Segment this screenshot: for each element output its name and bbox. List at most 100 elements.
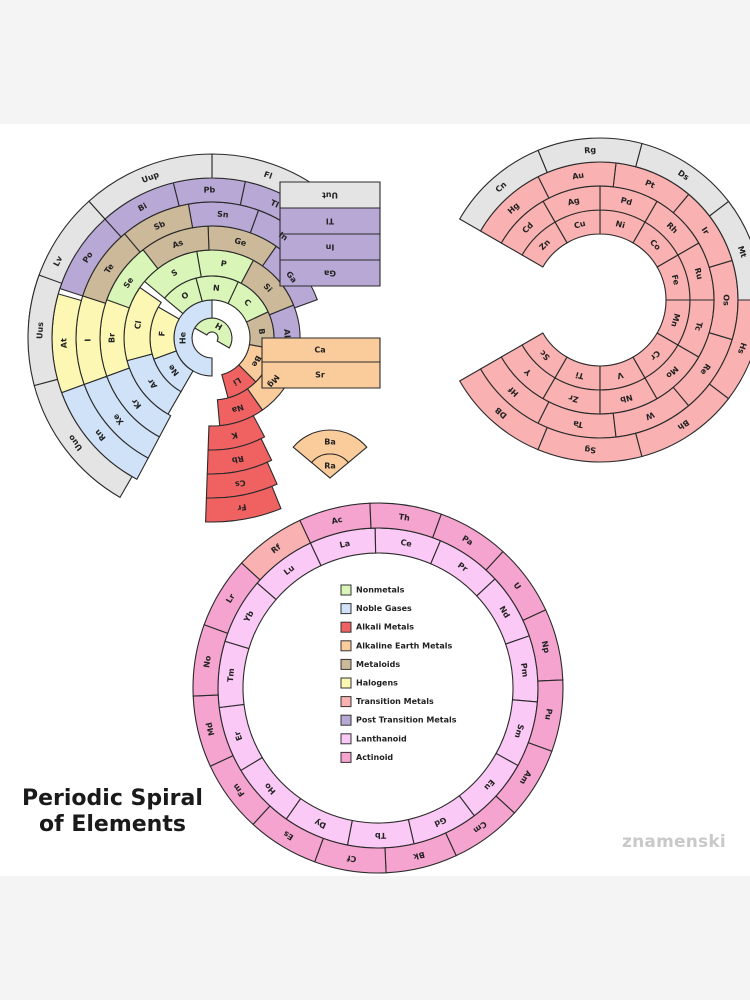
element-cell-cn: [458, 149, 548, 232]
element-symbol-tb: Tb: [375, 831, 387, 840]
element-symbol-sr: Sr: [315, 371, 325, 380]
element-symbol-in: In: [325, 243, 334, 252]
element-cell-h: [193, 317, 233, 349]
element-symbol-ce: Ce: [400, 538, 413, 549]
element-symbol-tl: Tl: [326, 217, 334, 226]
element-symbol-ag: Ag: [567, 196, 581, 208]
page-title: Periodic Spiral of Elements: [22, 786, 203, 838]
legend-label-post: Post Transition Metals: [356, 716, 457, 725]
element-symbol-pm: Pm: [519, 662, 530, 677]
element-symbol-lv: Lv: [52, 254, 65, 268]
element-cell-hs: [708, 299, 750, 400]
element-symbol-y: Y: [523, 367, 534, 378]
legend-label-transition: Transition Metals: [356, 697, 434, 706]
element-symbol-no: No: [202, 655, 213, 669]
element-symbol-br: Br: [108, 333, 117, 343]
element-symbol-li: Li: [231, 375, 243, 387]
element-symbol-ru: Ru: [693, 267, 705, 281]
legend-swatch-transition: [340, 696, 352, 708]
title-line-1: Periodic Spiral: [22, 786, 203, 811]
element-symbol-h: H: [213, 321, 223, 332]
element-symbol-pt: Pt: [644, 178, 657, 190]
legend-label-actinoid: Actinoid: [356, 753, 393, 762]
element-symbol-fe: Fe: [670, 274, 682, 287]
element-symbol-rg: Rg: [584, 145, 597, 155]
element-symbol-mt: Mt: [736, 245, 748, 259]
element-symbol-mn: Mn: [669, 312, 681, 328]
element-cell-ds: [635, 142, 730, 217]
element-symbol-np: Np: [540, 640, 552, 654]
title-line-2: of Elements: [38, 812, 186, 837]
legend-swatch-halogen: [340, 677, 352, 689]
element-symbol-k: K: [230, 430, 239, 440]
element-symbol-hs: Hs: [736, 341, 748, 355]
element-symbol-s: S: [170, 268, 180, 279]
legend-label-alkaline: Alkaline Earth Metals: [356, 641, 453, 650]
element-symbol-w: W: [644, 410, 656, 422]
element-symbol-v: V: [615, 370, 624, 381]
element-symbol-tm: Tm: [226, 668, 236, 683]
element-symbol-la: La: [339, 539, 351, 550]
legend-swatch-lanthanoid: [340, 733, 352, 745]
element-symbol-pu: Pu: [543, 708, 554, 721]
element-symbol-ba: Ba: [324, 438, 336, 447]
element-symbol-ti: Ti: [574, 370, 584, 381]
element-symbol-i: I: [83, 339, 92, 342]
legend-swatch-metalloid: [340, 658, 352, 670]
element-cell-db: [458, 368, 548, 451]
element-symbol-ca: Ca: [314, 346, 325, 355]
element-symbol-uut: Uut: [322, 191, 338, 200]
legend-swatch-alkali: [340, 621, 352, 633]
element-symbol-zr: Zr: [568, 393, 580, 404]
element-cell-uup: [88, 153, 213, 220]
element-symbol-pd: Pd: [620, 196, 634, 208]
element-symbol-er: Er: [233, 730, 245, 742]
element-symbol-fl: Fl: [263, 170, 274, 181]
element-symbol-c: C: [242, 297, 253, 308]
element-symbol-f: F: [157, 331, 166, 337]
element-symbol-bk: Bk: [412, 850, 426, 862]
element-symbol-sm: Sm: [513, 723, 526, 739]
legend-swatch-alkaline: [340, 640, 352, 652]
element-symbol-tc: Tc: [693, 321, 704, 332]
element-symbol-rb: Rb: [231, 454, 245, 465]
element-symbol-ge: Ge: [233, 236, 248, 248]
element-symbol-lr: Lr: [224, 592, 236, 604]
element-symbol-ta: Ta: [572, 419, 583, 430]
element-symbol-al: Al: [282, 329, 292, 339]
element-symbol-bi: Bi: [137, 201, 149, 213]
element-symbol-at: At: [59, 338, 68, 348]
element-symbol-ra: Ra: [324, 461, 336, 470]
element-symbol-sb: Sb: [152, 219, 166, 232]
element-cells: [27, 137, 750, 874]
element-symbol-os: Os: [722, 294, 731, 306]
legend-swatch-noble: [340, 603, 352, 615]
element-symbol-n: N: [213, 283, 220, 293]
element-symbol-p: P: [220, 259, 227, 269]
element-symbol-cf: Cf: [346, 853, 357, 863]
legend-label-nonmetal: Nonmetals: [356, 586, 405, 595]
element-symbol-au: Au: [571, 170, 585, 181]
element-symbol-he: He: [179, 331, 188, 344]
legend-swatch-post: [340, 714, 352, 726]
element-cell-ra: [310, 453, 350, 479]
element-cell-uut: [279, 181, 381, 209]
element-cell-rg: [537, 137, 643, 174]
element-cell-fr: [205, 485, 282, 523]
element-cell-bh: [635, 383, 730, 458]
element-symbol-fr: Fr: [237, 502, 247, 512]
element-symbol-th: Th: [398, 512, 411, 523]
element-cell-sg: [537, 426, 643, 463]
element-symbol-o: O: [180, 290, 191, 301]
legend-swatch-nonmetal: [340, 584, 352, 596]
legend-label-metalloid: Metaloids: [356, 660, 400, 669]
element-symbol-pb: Pb: [204, 185, 216, 194]
element-symbol-cs: Cs: [234, 478, 246, 489]
element-symbol-ga: Ga: [324, 269, 336, 278]
element-symbol-uus: Uus: [35, 322, 45, 340]
legend-label-noble: Noble Gases: [356, 604, 412, 613]
element-symbol-sn: Sn: [217, 209, 230, 219]
